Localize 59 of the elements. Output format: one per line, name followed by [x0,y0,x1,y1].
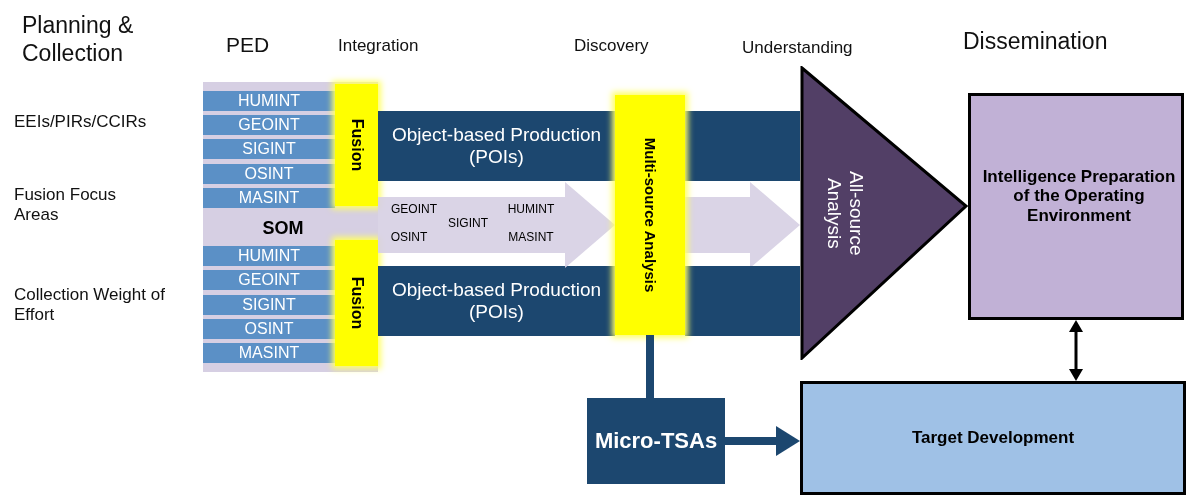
box-label: MASINT [507,230,555,246]
source-bar [203,343,335,363]
stage-heading: Understanding [742,38,854,59]
box-label: HUMINT [236,246,302,266]
stage-heading: Integration [338,36,420,57]
source-bar [203,270,335,290]
box-label: SIGINT [447,216,489,232]
process-box [587,398,725,484]
source-bar [203,115,335,135]
arrow [725,426,800,456]
box-label: Object-based Production (POIs) [390,123,603,169]
box-label: Fusion [347,118,366,172]
sources-panel [203,82,378,372]
fusion-band [335,240,378,366]
process-box [968,93,1184,320]
source-bar [203,164,335,184]
connector-line [646,335,654,398]
box-label: Object-based Production (POIs) [390,278,603,324]
source-bar [203,188,335,208]
box-label: Micro-TSAs [593,427,719,456]
fusion-band [335,84,378,206]
box-label: Fusion [347,276,366,330]
box-label: GEOINT [237,115,301,135]
box-label: All-source Analysis [823,169,868,258]
box-label: Target Development [910,427,1076,450]
box-label: GEOINT [390,202,438,218]
box-label: OSINT [243,164,295,184]
box-label: SIGINT [241,139,297,159]
row-label: EEIs/PIRs/CCIRs [14,112,148,133]
production-bar [378,111,615,181]
box-label: Multi-source Analysis [641,137,659,293]
arrow [1069,320,1083,381]
source-bar [203,91,335,111]
box-label: HUMINT [506,202,556,218]
stage-heading: Dissemination [963,28,1109,56]
source-bar [203,295,335,315]
production-bar [378,266,615,336]
box-label: GEOINT [237,270,301,290]
box-label: SIGINT [241,295,297,315]
box-label: HUMINT [236,91,302,111]
row-label: Collection Weight of Effort [14,285,166,326]
box-label: OSINT [243,319,295,339]
box-label: MASINT [237,188,301,208]
process-box [800,381,1186,495]
stage-heading: PED [226,32,271,58]
stage-heading: Planning & Collection [22,12,135,68]
analysis-band [615,95,685,335]
box-label: SOM [261,216,305,240]
production-bar [685,111,800,181]
source-bar [203,139,335,159]
row-label: Fusion Focus Areas [14,185,118,226]
analysis-triangle [800,66,968,360]
box-label: OSINT [389,230,429,246]
source-bar [203,246,335,266]
box-label: MASINT [237,343,301,363]
production-bar [685,266,800,336]
source-bar [203,319,335,339]
stage-heading: Discovery [574,36,650,57]
box-label: Intelligence Preparation of the Operating Environment [981,165,1177,227]
